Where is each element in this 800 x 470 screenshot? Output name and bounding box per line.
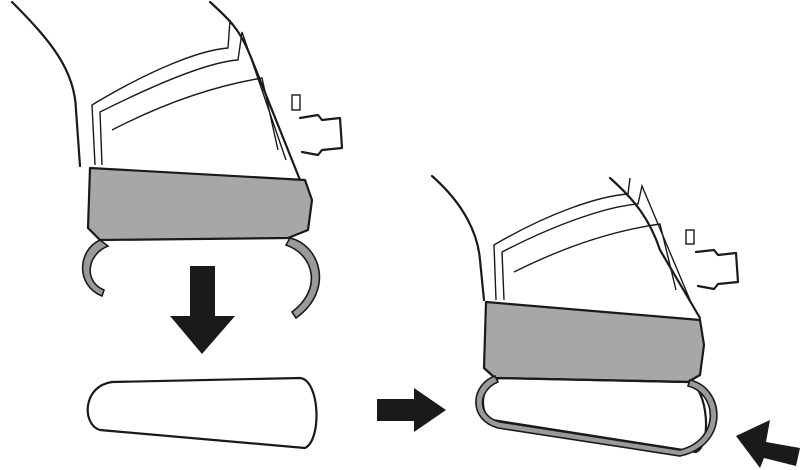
clip-left xyxy=(81,239,110,298)
gray-band xyxy=(86,166,314,242)
clip-wrapped xyxy=(475,375,718,457)
arrow-right-icon xyxy=(377,388,446,432)
device-before xyxy=(10,0,344,320)
arrow-left-icon xyxy=(736,420,800,468)
gray-band xyxy=(482,300,706,384)
clip-right xyxy=(284,237,321,320)
pad xyxy=(86,376,318,450)
device-after xyxy=(430,174,740,457)
arrow-down-icon xyxy=(170,266,235,354)
